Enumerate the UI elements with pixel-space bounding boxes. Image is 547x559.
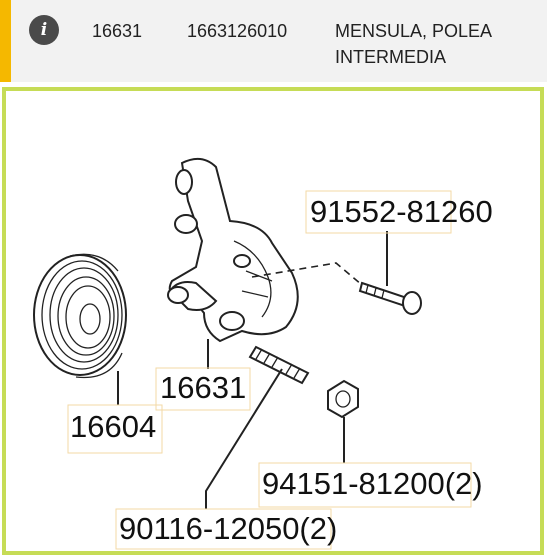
exploded-view-drawing: 91552-81260 16631 16604 94151-81200(2) 9… <box>33 157 493 550</box>
label-pulley[interactable]: 16604 <box>70 409 156 444</box>
label-bolt[interactable]: 91552-81260 <box>310 194 493 229</box>
part-code: 16631 <box>92 21 143 41</box>
label-stud[interactable]: 90116-12050(2) <box>119 511 337 546</box>
alignment-dashed-line <box>251 262 363 286</box>
idler-bracket-illustration <box>167 157 299 343</box>
parts-diagram: 91552-81260 16631 16604 94151-81200(2) 9… <box>2 87 544 555</box>
part-info-row[interactable]: i 16631 1663126010 MENSULA, POLEA INTERM… <box>0 0 547 82</box>
label-nut[interactable]: 94151-81200(2) <box>262 466 483 501</box>
bolt-illustration <box>358 281 422 315</box>
leader-stud <box>205 368 283 509</box>
label-bracket[interactable]: 16631 <box>160 370 246 405</box>
info-icon[interactable]: i <box>29 15 59 45</box>
stud-illustration <box>248 345 310 385</box>
nut-illustration <box>327 379 359 419</box>
part-description: MENSULA, POLEA INTERMEDIA <box>335 21 492 67</box>
idler-pulley-illustration <box>33 253 127 379</box>
part-number: 1663126010 <box>187 21 288 41</box>
